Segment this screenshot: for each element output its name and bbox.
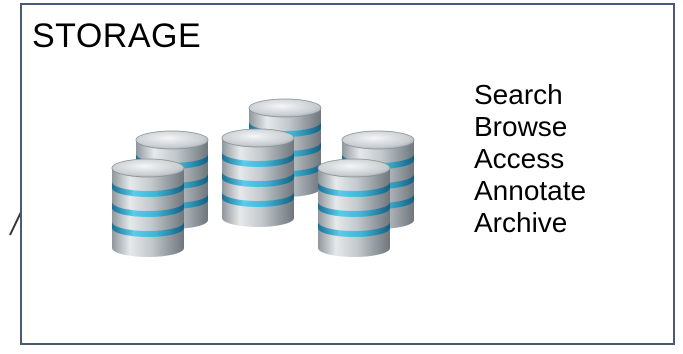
storage-title: STORAGE [32,17,202,55]
action-list: Search Browse Access Annotate Archive [474,79,586,239]
action-browse: Browse [474,111,568,142]
action-access: Access [474,143,565,174]
database-cylinder-icon [317,158,391,257]
database-cylinder-icon [111,158,185,257]
action-annotate: Annotate [474,175,587,206]
action-archive: Archive [474,207,568,238]
database-cylinder-icon [221,128,295,227]
action-search: Search [474,79,563,110]
